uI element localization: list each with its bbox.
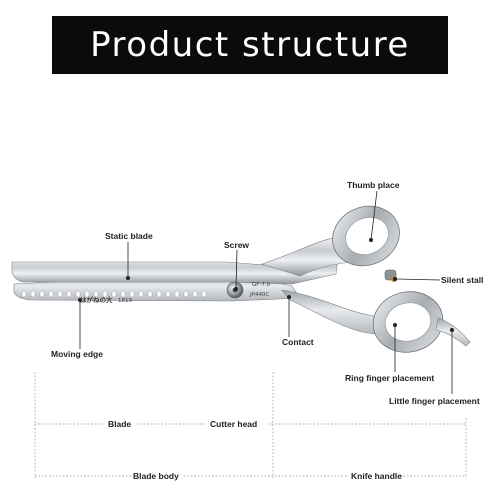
contact-label: Contact (282, 337, 314, 347)
finger-ring-hole (384, 302, 432, 342)
screw-label: Screw (224, 240, 249, 250)
year-engraving: 1819 (118, 298, 132, 304)
blade-teeth (21, 290, 207, 298)
little-finger-label: Little finger placement (389, 396, 480, 406)
silent-stall-dot (393, 277, 397, 281)
little-finger-dot (450, 328, 454, 332)
blade-dimension-label: Blade (108, 419, 131, 429)
static-blade-dot (126, 276, 130, 280)
moving-edge-label: Moving edge (51, 349, 103, 359)
thumb-place-label: Thumb place (347, 180, 400, 190)
brand-engraving: はがねの大 (80, 295, 113, 304)
cutter-head-dimension-label: Cutter head (210, 419, 257, 429)
ring-finger-dot (393, 323, 397, 327)
moving-edge-dot (78, 298, 82, 302)
knife-handle-dimension-label: Knife handle (351, 471, 402, 481)
ring-finger-label: Ring finger placement (345, 373, 434, 383)
thumb-place-dot (369, 238, 373, 242)
contact-dot (287, 295, 291, 299)
model-engraving: GF-7.0 (252, 282, 271, 288)
silent-stall-label: Silent stall (441, 275, 484, 285)
steel-engraving: JP440C (249, 292, 269, 298)
finger-shank (281, 289, 379, 335)
screw-leader (235, 249, 238, 289)
thumb-ring-hole (345, 216, 389, 256)
static-blade-label: Static blade (105, 231, 153, 241)
dimension-guides (34, 372, 467, 478)
thumb-place-leader (370, 190, 378, 241)
title-banner: Product structure (52, 16, 448, 74)
blade-body-dimension-label: Blade body (133, 471, 179, 481)
page-title: Product structure (90, 25, 410, 65)
silent-stall-leader (396, 278, 441, 281)
screw-dot (234, 287, 238, 291)
finger-tang (435, 317, 471, 347)
